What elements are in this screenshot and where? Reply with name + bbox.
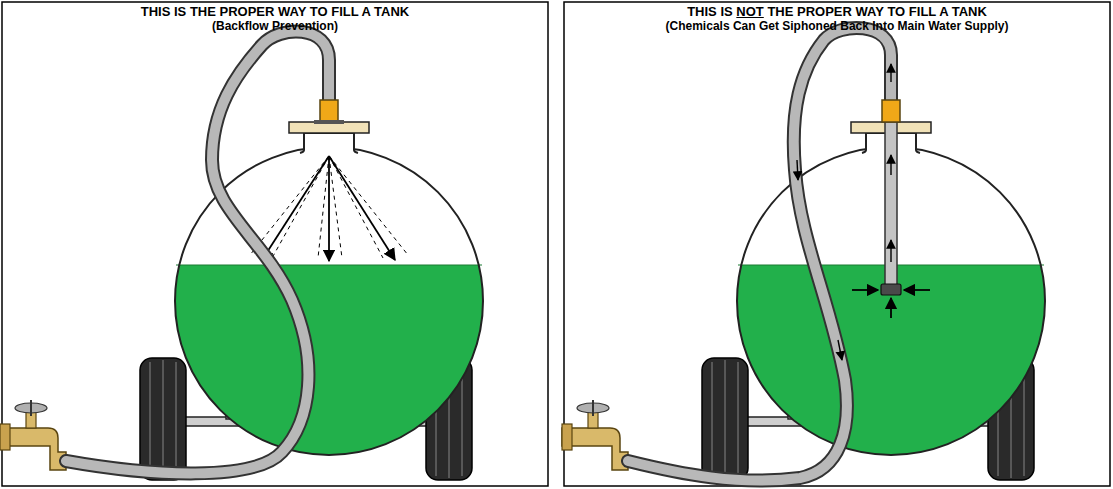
title-word: THIS — [687, 4, 717, 19]
fill-pipe — [885, 122, 897, 286]
pipe-end — [881, 284, 901, 295]
panel-subtitle: (Chemicals Can Get Siphoned Back Into Ma… — [572, 20, 1102, 34]
title-word: FILL — [909, 4, 936, 19]
drawing-part — [329, 156, 395, 260]
panel-title: THIS IS THE PROPER WAY TO FILL A TANK — [10, 5, 540, 20]
drawing-part — [66, 31, 329, 473]
drawing-part — [890, 64, 891, 82]
title-word: NOT — [736, 4, 763, 19]
drawing-part — [329, 156, 408, 255]
drawing-part — [904, 289, 930, 291]
title-word: A — [939, 4, 948, 19]
nozzle — [314, 120, 344, 124]
drawing-part — [628, 28, 891, 481]
drawing-part — [890, 155, 891, 175]
title-word: THE — [767, 4, 793, 19]
drawing-part — [329, 156, 383, 258]
panel-subtitle: (Backflow Prevention) — [10, 20, 540, 34]
title-word: TANK — [952, 4, 987, 19]
drawing-part — [66, 31, 329, 473]
drawing-part — [250, 156, 329, 255]
drawing-part — [262, 156, 329, 260]
panel-title: THIS IS NOT THE PROPER WAY TO FILL A TAN… — [572, 5, 1102, 20]
drawing-part — [272, 156, 329, 258]
drawing-part — [797, 160, 798, 180]
drawing-part — [890, 240, 891, 262]
title-word: TO — [887, 4, 905, 19]
drawing-part — [852, 289, 878, 291]
title-word: WAY — [856, 4, 884, 19]
drawing-part — [0, 122, 490, 480]
drawing-part — [838, 340, 842, 360]
drawing-part — [628, 28, 891, 481]
hose-fitting — [882, 100, 900, 122]
tank-trailer — [0, 122, 490, 480]
hose-fitting — [320, 100, 338, 122]
siphon-arrows — [797, 64, 930, 360]
spray — [250, 156, 408, 261]
tank-trailer — [562, 122, 1052, 480]
drawing-part — [329, 156, 342, 258]
hose — [66, 31, 329, 473]
drawing-part — [890, 298, 892, 318]
drawing-part — [328, 156, 330, 261]
title-word: PROPER — [797, 4, 852, 19]
drawing-part — [562, 122, 1052, 480]
hose — [628, 28, 891, 481]
title-word: IS — [720, 4, 732, 19]
